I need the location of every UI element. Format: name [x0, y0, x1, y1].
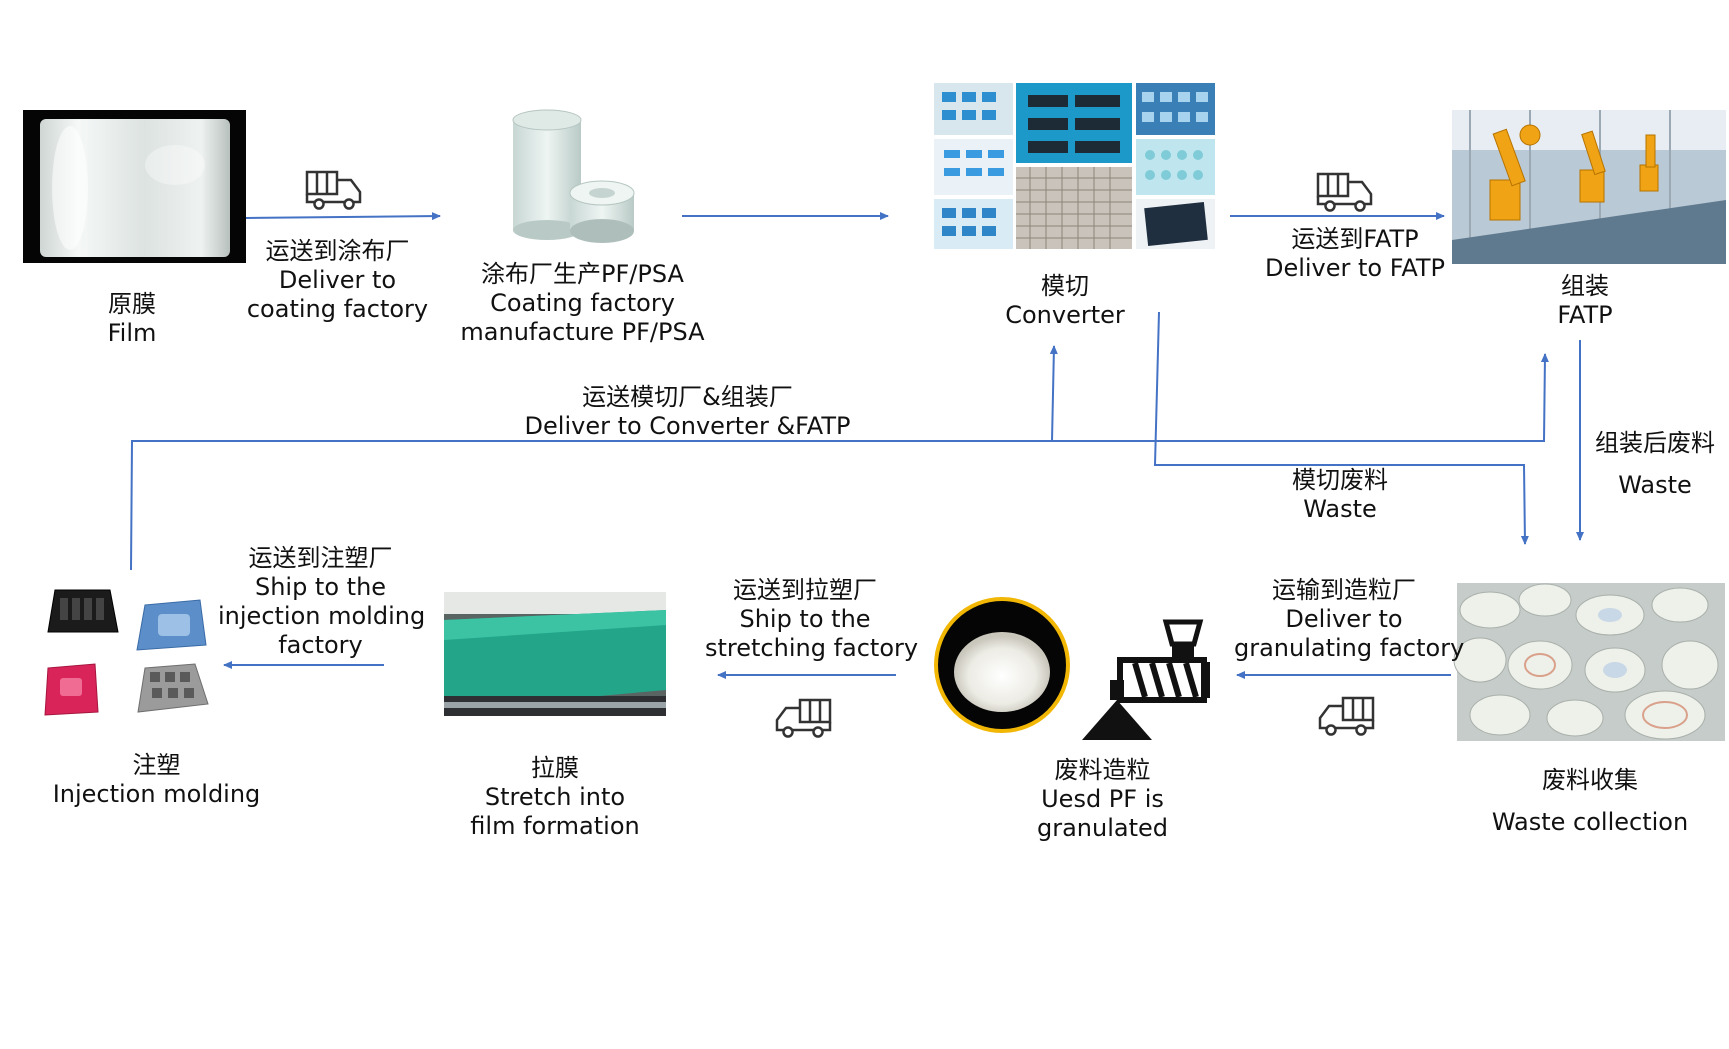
fatp-cn: 组装: [1561, 272, 1609, 300]
granulate-cn: 废料造粒: [1054, 756, 1151, 784]
node-fatp-label: 组装 FATP: [1525, 272, 1645, 330]
converter-waste-cn: 模切废料: [1292, 466, 1388, 494]
granules-image: [934, 597, 1070, 733]
fatp-waste-en: Waste: [1618, 471, 1692, 499]
converter-parts-collage: [934, 83, 1215, 249]
node-granulate-label: 废料造粒 Uesd PF is granulated: [1020, 756, 1185, 843]
fatp-waste-cn: 组装后废料: [1595, 429, 1715, 457]
converter-cn: 模切: [1041, 272, 1089, 300]
stretch-cn: 拉膜: [531, 754, 579, 782]
edge-to-stretching-label: 运送到拉塑厂 Ship to the stretching factory: [705, 576, 919, 663]
film-roll-image: [23, 110, 246, 263]
truck-icon: [305, 170, 362, 210]
film-cn: 原膜: [108, 290, 156, 318]
converter-en: Converter: [1005, 301, 1125, 329]
waste-collection-image: [1453, 583, 1725, 741]
coating-cn: 涂布厂生产PF/PSA: [481, 260, 684, 288]
arrows: [130, 212, 1584, 679]
to-stretching-en2: stretching factory: [705, 634, 919, 662]
node-coating-label: 涂布厂生产PF/PSA Coating factory manufacture …: [440, 260, 725, 347]
to-injection-en2: injection molding: [218, 602, 426, 630]
to-granulating-cn: 运输到造粒厂: [1272, 576, 1416, 604]
to-injection-cn: 运送到注塑厂: [248, 544, 393, 572]
arrow-film-to-coating: [245, 212, 441, 221]
coating-en2: manufacture PF/PSA: [460, 318, 705, 346]
node-converter-label: 模切 Converter: [990, 272, 1140, 330]
film-en: Film: [107, 319, 157, 347]
stretch-en1: Stretch into: [484, 783, 626, 811]
coating-rolls-image: [512, 109, 635, 243]
black-tray: [47, 589, 119, 633]
node-waste-collection-label: 废料收集 Waste collection: [1480, 759, 1700, 843]
granulate-en1: Uesd PF is: [1041, 785, 1164, 813]
waste-collection-en: Waste collection: [1491, 808, 1689, 836]
injection-en: Injection molding: [52, 780, 261, 808]
to-fatp-cn: 运送到FATP: [1291, 225, 1419, 253]
to-granulating-en2: granulating factory: [1234, 634, 1465, 662]
converter-waste-en: Waste: [1303, 495, 1377, 523]
fatp-assembly-image: [1452, 110, 1726, 264]
to-injection-en1: Ship to the: [254, 573, 387, 601]
blue-tray: [136, 599, 207, 651]
injection-molded-trays-image: [44, 589, 209, 716]
edge-to-fatp-label: 运送到FATP Deliver to FATP: [1262, 225, 1448, 283]
to-granulating-en1: Deliver to: [1285, 605, 1403, 633]
extruder-icon: [1082, 619, 1210, 740]
coating-en1: Coating factory: [490, 289, 675, 317]
to-stretching-cn: 运送到拉塑厂: [733, 576, 877, 604]
arrow-converter-waste: [1153, 311, 1529, 545]
edge-to-converter-fatp-label: 运送模切厂&组装厂 Deliver to Converter &FATP: [520, 383, 855, 441]
grey-tray: [137, 663, 209, 713]
to-fatp-en: Deliver to FATP: [1264, 254, 1446, 282]
to-injection-en3: factory: [278, 631, 363, 659]
fatp-en: FATP: [1557, 301, 1613, 329]
arrow-injection-return: [130, 353, 1549, 571]
truck-icon: [1316, 172, 1373, 212]
granulate-en2: granulated: [1036, 814, 1168, 842]
stretch-en2: film formation: [470, 812, 640, 840]
to-converter-fatp-en: Deliver to Converter &FATP: [524, 412, 851, 440]
to-coating-cn: 运送到涂布厂: [265, 237, 410, 265]
waste-collection-cn: 废料收集: [1542, 766, 1638, 794]
injection-cn: 注塑: [132, 751, 181, 779]
edge-fatp-waste-label: 组装后废料 Waste: [1585, 422, 1725, 506]
edge-to-injection-label: 运送到注塑厂 Ship to the injection molding fac…: [218, 544, 426, 660]
stretch-film-image: [444, 592, 666, 716]
to-converter-fatp-cn: 运送模切厂&组装厂: [582, 383, 793, 411]
node-film-label: 原膜 Film: [82, 290, 182, 348]
edge-converter-waste-label: 模切废料 Waste: [1275, 466, 1405, 524]
node-stretch-label: 拉膜 Stretch into film formation: [460, 754, 650, 841]
edge-to-coating-label: 运送到涂布厂 Deliver to coating factory: [240, 237, 435, 324]
node-injection-label: 注塑 Injection molding: [40, 751, 273, 809]
to-coating-en1: Deliver to: [278, 266, 397, 294]
truck-icon: [1318, 696, 1375, 736]
pink-tray: [44, 663, 99, 716]
edge-to-granulating-label: 运输到造粒厂 Deliver to granulating factory: [1234, 576, 1465, 663]
to-coating-en2: coating factory: [246, 295, 429, 323]
to-stretching-en1: Ship to the: [739, 605, 871, 633]
arrow-return-to-converter: [1049, 345, 1058, 442]
truck-icon: [775, 698, 832, 738]
